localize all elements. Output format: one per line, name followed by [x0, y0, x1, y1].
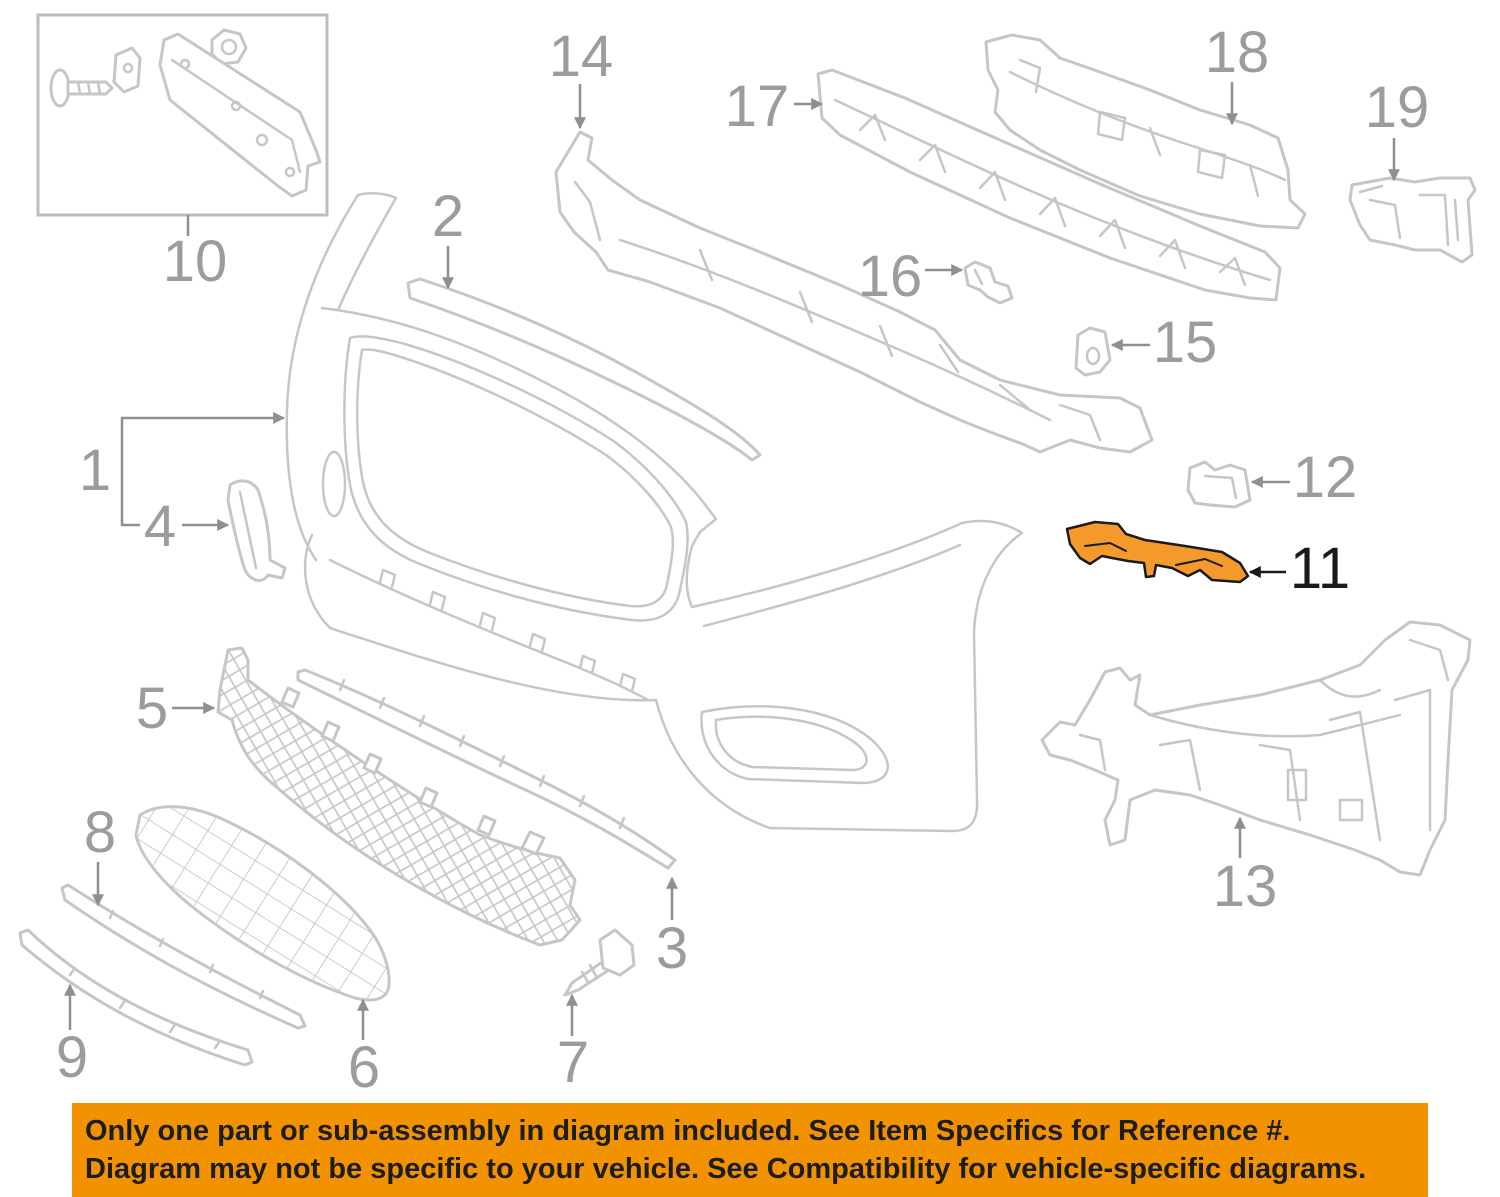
- leader-1-bracket: [120, 412, 286, 527]
- callout-14: 14: [549, 24, 614, 89]
- lower-intake-edge: [328, 558, 650, 702]
- callout-5: 5: [136, 676, 168, 741]
- callout-13: 13: [1213, 854, 1278, 919]
- part-10-hardware-kit: [36, 13, 329, 217]
- callout-17: 17: [725, 74, 790, 139]
- callout-12: 12: [1293, 445, 1358, 510]
- part-15-clip: [1074, 326, 1112, 377]
- callout-10: 10: [163, 229, 228, 294]
- callout-3: 3: [656, 916, 688, 981]
- part-1-bumper-cover: [285, 192, 1024, 833]
- part-11-highlighted-bracket: [1065, 520, 1250, 584]
- notice-banner: Only one part or sub-assembly in diagram…: [72, 1103, 1428, 1197]
- callout-16: 16: [858, 244, 923, 309]
- notice-line-2: Diagram may not be specific to your vehi…: [85, 1153, 1367, 1185]
- part-12-clip: [1186, 460, 1252, 509]
- callout-6: 6: [348, 1035, 380, 1100]
- callout-18: 18: [1205, 20, 1270, 85]
- part-19-bracket: [1348, 176, 1477, 264]
- callout-2: 2: [432, 184, 464, 249]
- part-4-cover: [226, 479, 287, 582]
- part-18-upper-support: [984, 33, 1307, 230]
- part-9-trim-strip: [18, 928, 254, 1067]
- callout-8: 8: [84, 800, 116, 865]
- part-14-mounting-beam: [554, 130, 1154, 454]
- callout-1: 1: [79, 438, 111, 503]
- part-3-lower-strip: [296, 668, 677, 870]
- part-10-frame: [36, 13, 329, 217]
- side-opening: [321, 450, 347, 518]
- grille-opening: [343, 335, 689, 622]
- part-17-absorber: [816, 68, 1282, 302]
- callout-11-highlighted: 11: [1290, 536, 1350, 601]
- leader-lines: [64, 82, 1400, 1040]
- mounting-plate: [158, 32, 322, 198]
- callout-7: 7: [557, 1030, 589, 1095]
- callout-19: 19: [1365, 75, 1430, 140]
- fog-lamp-opening: [700, 705, 889, 785]
- part-8-trim-strip: [60, 883, 307, 1030]
- callout-4: 4: [144, 494, 176, 559]
- screw-head: [49, 68, 71, 108]
- callout-labels: 1 2 3 4 5 6 7 8 9 10 11 12 13 14 15 16 1…: [56, 20, 1429, 1100]
- callout-9: 9: [56, 1025, 88, 1090]
- callout-15: 15: [1153, 310, 1218, 375]
- notice-line-1: Only one part or sub-assembly in diagram…: [85, 1115, 1291, 1147]
- part-5-lower-grille: [216, 646, 582, 947]
- part-2-trim-strip: [406, 277, 762, 462]
- part-16-push-pin: [963, 260, 1014, 305]
- clip-nut: [112, 46, 142, 94]
- part-13-side-bracket: [1040, 620, 1472, 877]
- part-6-grille-insert: [134, 805, 391, 1002]
- part-7-screw: [563, 928, 636, 997]
